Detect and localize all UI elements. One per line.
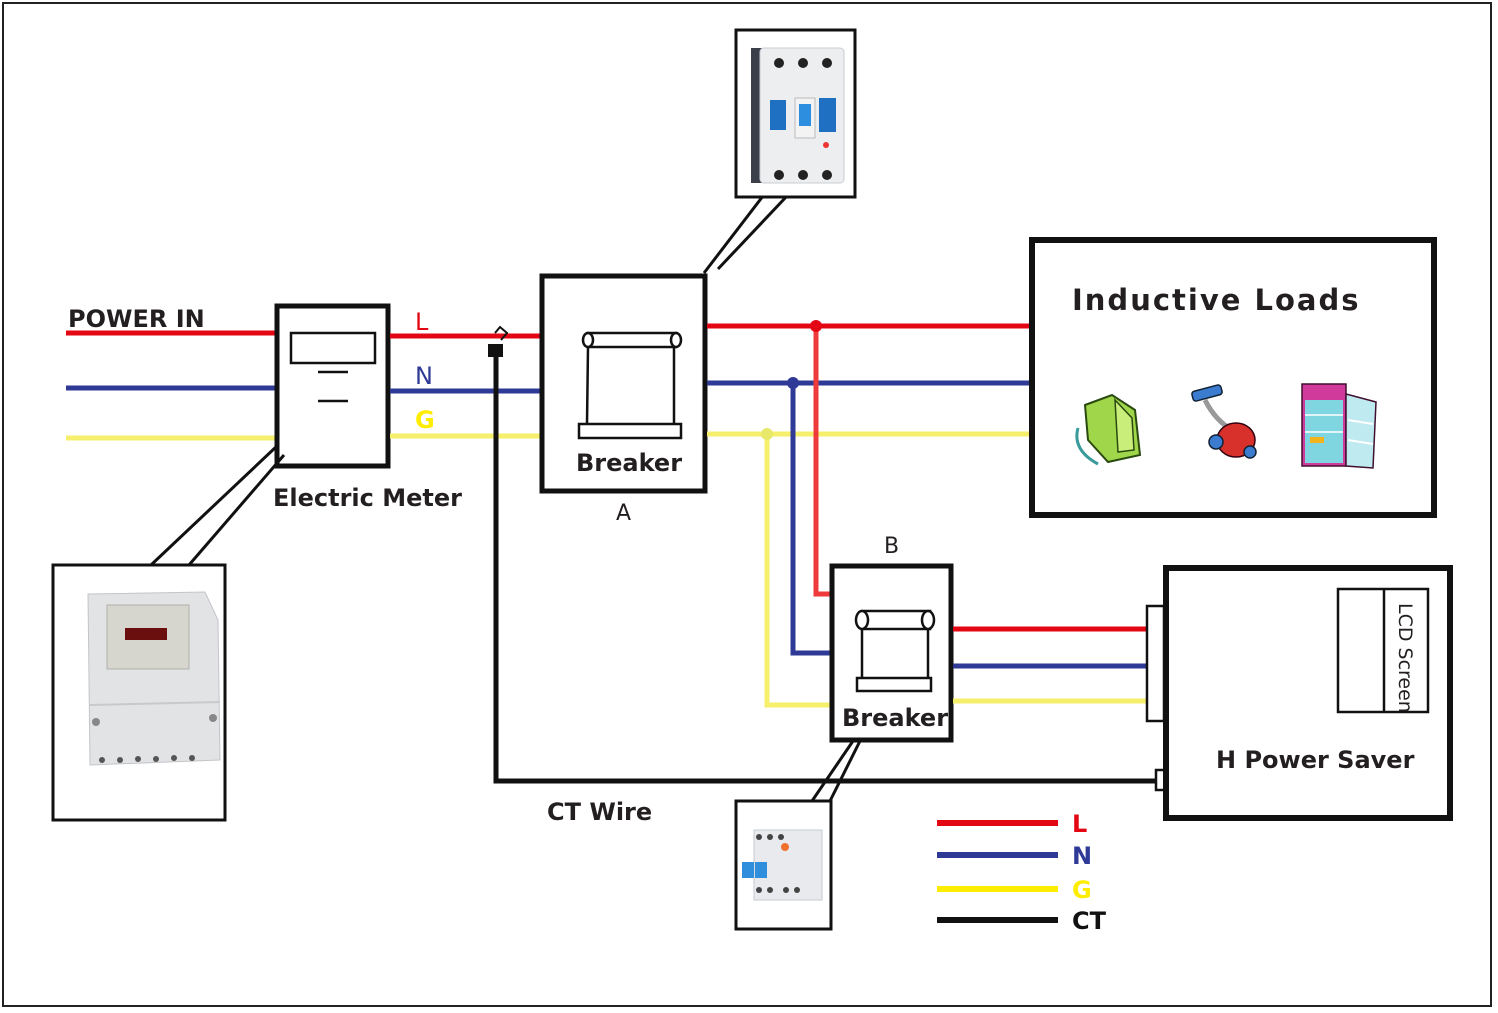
lcd-screen-label: LCD Screen xyxy=(1394,603,1416,713)
branch-wire-G xyxy=(764,434,831,708)
branch-wire-L xyxy=(813,326,831,597)
breaker-b-callout xyxy=(734,740,862,931)
wire-label-L: L xyxy=(415,308,429,336)
wire-label-G: G xyxy=(415,406,435,434)
refrigerator-icon xyxy=(1301,383,1377,469)
electric-meter[interactable] xyxy=(274,303,391,469)
load-wires xyxy=(707,323,1031,437)
ct-wire-path xyxy=(493,352,1158,784)
electric-meter-callout xyxy=(51,444,286,822)
electric-meter-photo xyxy=(87,591,221,766)
power-saver-label: H Power Saver xyxy=(1216,746,1415,774)
breaker-b-box xyxy=(829,563,954,743)
ct-wire-label: CT Wire xyxy=(547,798,652,826)
breaker-a-photo xyxy=(751,47,845,184)
power-saver-terminal xyxy=(1145,604,1166,723)
breaker-a[interactable]: Breaker xyxy=(539,273,708,494)
meter-to-breaker-wires xyxy=(390,333,541,439)
legend-label: N xyxy=(1072,842,1092,870)
power-saver[interactable]: LCD Screen H Power Saver xyxy=(1145,565,1453,821)
saver-wires xyxy=(953,626,1146,704)
legend-item-ct: CT xyxy=(937,907,1107,935)
branch-wires xyxy=(761,320,831,708)
inductive-loads[interactable]: Inductive Loads xyxy=(1029,237,1437,518)
breaker-a-tag: A xyxy=(616,501,631,526)
electric-meter-label: Electric Meter xyxy=(273,484,462,512)
breaker-a-box xyxy=(539,273,708,494)
power-in-wires xyxy=(66,330,277,441)
inductive-loads-box xyxy=(1029,237,1437,518)
vacuum-cleaner-icon xyxy=(1191,384,1257,459)
junction-L xyxy=(810,320,822,332)
electric-meter-box xyxy=(274,303,391,469)
breaker-b-label: Breaker xyxy=(842,704,948,732)
legend-label: G xyxy=(1072,876,1092,904)
power-in-label: POWER IN xyxy=(68,305,205,333)
legend: LNG CT xyxy=(937,810,1107,935)
breaker-b-photo xyxy=(742,829,823,901)
inductive-loads-label: Inductive Loads xyxy=(1072,283,1361,317)
branch-wire-N xyxy=(790,383,831,656)
ct-clamp-hook xyxy=(494,325,509,341)
legend-item-n: N xyxy=(937,842,1092,870)
legend-item-l: L xyxy=(937,810,1087,838)
junction-G xyxy=(761,428,773,440)
lcd-screen: LCD Screen xyxy=(1336,587,1430,714)
legend-label: L xyxy=(1072,810,1087,838)
legend-label: CT xyxy=(1072,907,1107,935)
breaker-a-label: Breaker xyxy=(576,449,682,477)
ct-clamp xyxy=(488,344,503,357)
breaker-b[interactable]: Breaker xyxy=(829,563,954,743)
junction-N xyxy=(787,377,799,389)
hair-dryer-icon xyxy=(1075,393,1142,466)
breaker-b-tag: B xyxy=(884,534,899,559)
breaker-a-callout xyxy=(702,28,857,274)
breaker-a-symbol xyxy=(577,331,683,440)
meter-display xyxy=(289,331,377,365)
wire-label-N: N xyxy=(415,362,433,390)
legend-item-g: G xyxy=(937,876,1092,904)
breaker-b-symbol xyxy=(854,609,936,693)
